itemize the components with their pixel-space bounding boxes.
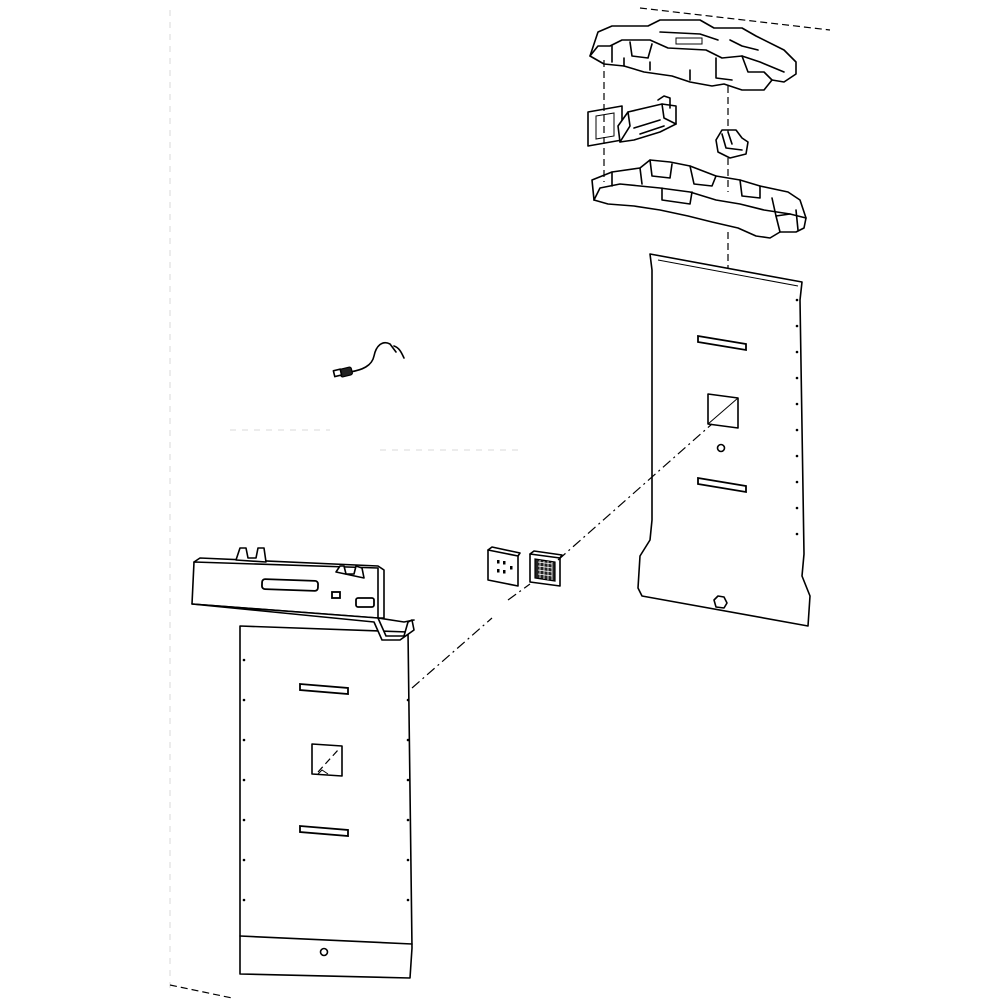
rear-back-panel bbox=[637, 253, 811, 627]
background-guide-lines bbox=[169, 10, 520, 990]
front-panel-with-top-cap bbox=[191, 547, 415, 979]
vent-grille bbox=[529, 550, 563, 587]
front-panel-square-opening bbox=[311, 743, 343, 777]
outline-dashed-edges bbox=[169, 7, 831, 999]
lower-housing-base bbox=[591, 159, 807, 239]
top-cap-clips bbox=[235, 547, 365, 579]
top-cap-long-slot bbox=[261, 578, 319, 592]
rear-panel-slot-upper bbox=[697, 334, 747, 352]
assembly-guide-lines-diagonal bbox=[411, 423, 713, 689]
front-panel-slot-upper bbox=[299, 683, 349, 695]
front-panel-edge-perforations bbox=[242, 658, 410, 902]
sensor-plate bbox=[487, 546, 521, 587]
small-clip bbox=[715, 129, 749, 159]
assembly-guide-lines-top bbox=[603, 60, 729, 268]
wire-harness-connector bbox=[332, 341, 405, 378]
duct-insert bbox=[587, 95, 677, 147]
rear-panel-screw-hole bbox=[716, 443, 726, 453]
rear-panel-bottom-notch bbox=[713, 595, 728, 609]
rear-panel-slot-lower bbox=[697, 476, 747, 494]
front-panel-slot-lower bbox=[299, 825, 349, 837]
rear-panel-edge-perforations bbox=[795, 298, 799, 536]
front-panel-screw-hole bbox=[319, 947, 329, 957]
upper-cover-housing bbox=[589, 19, 797, 91]
